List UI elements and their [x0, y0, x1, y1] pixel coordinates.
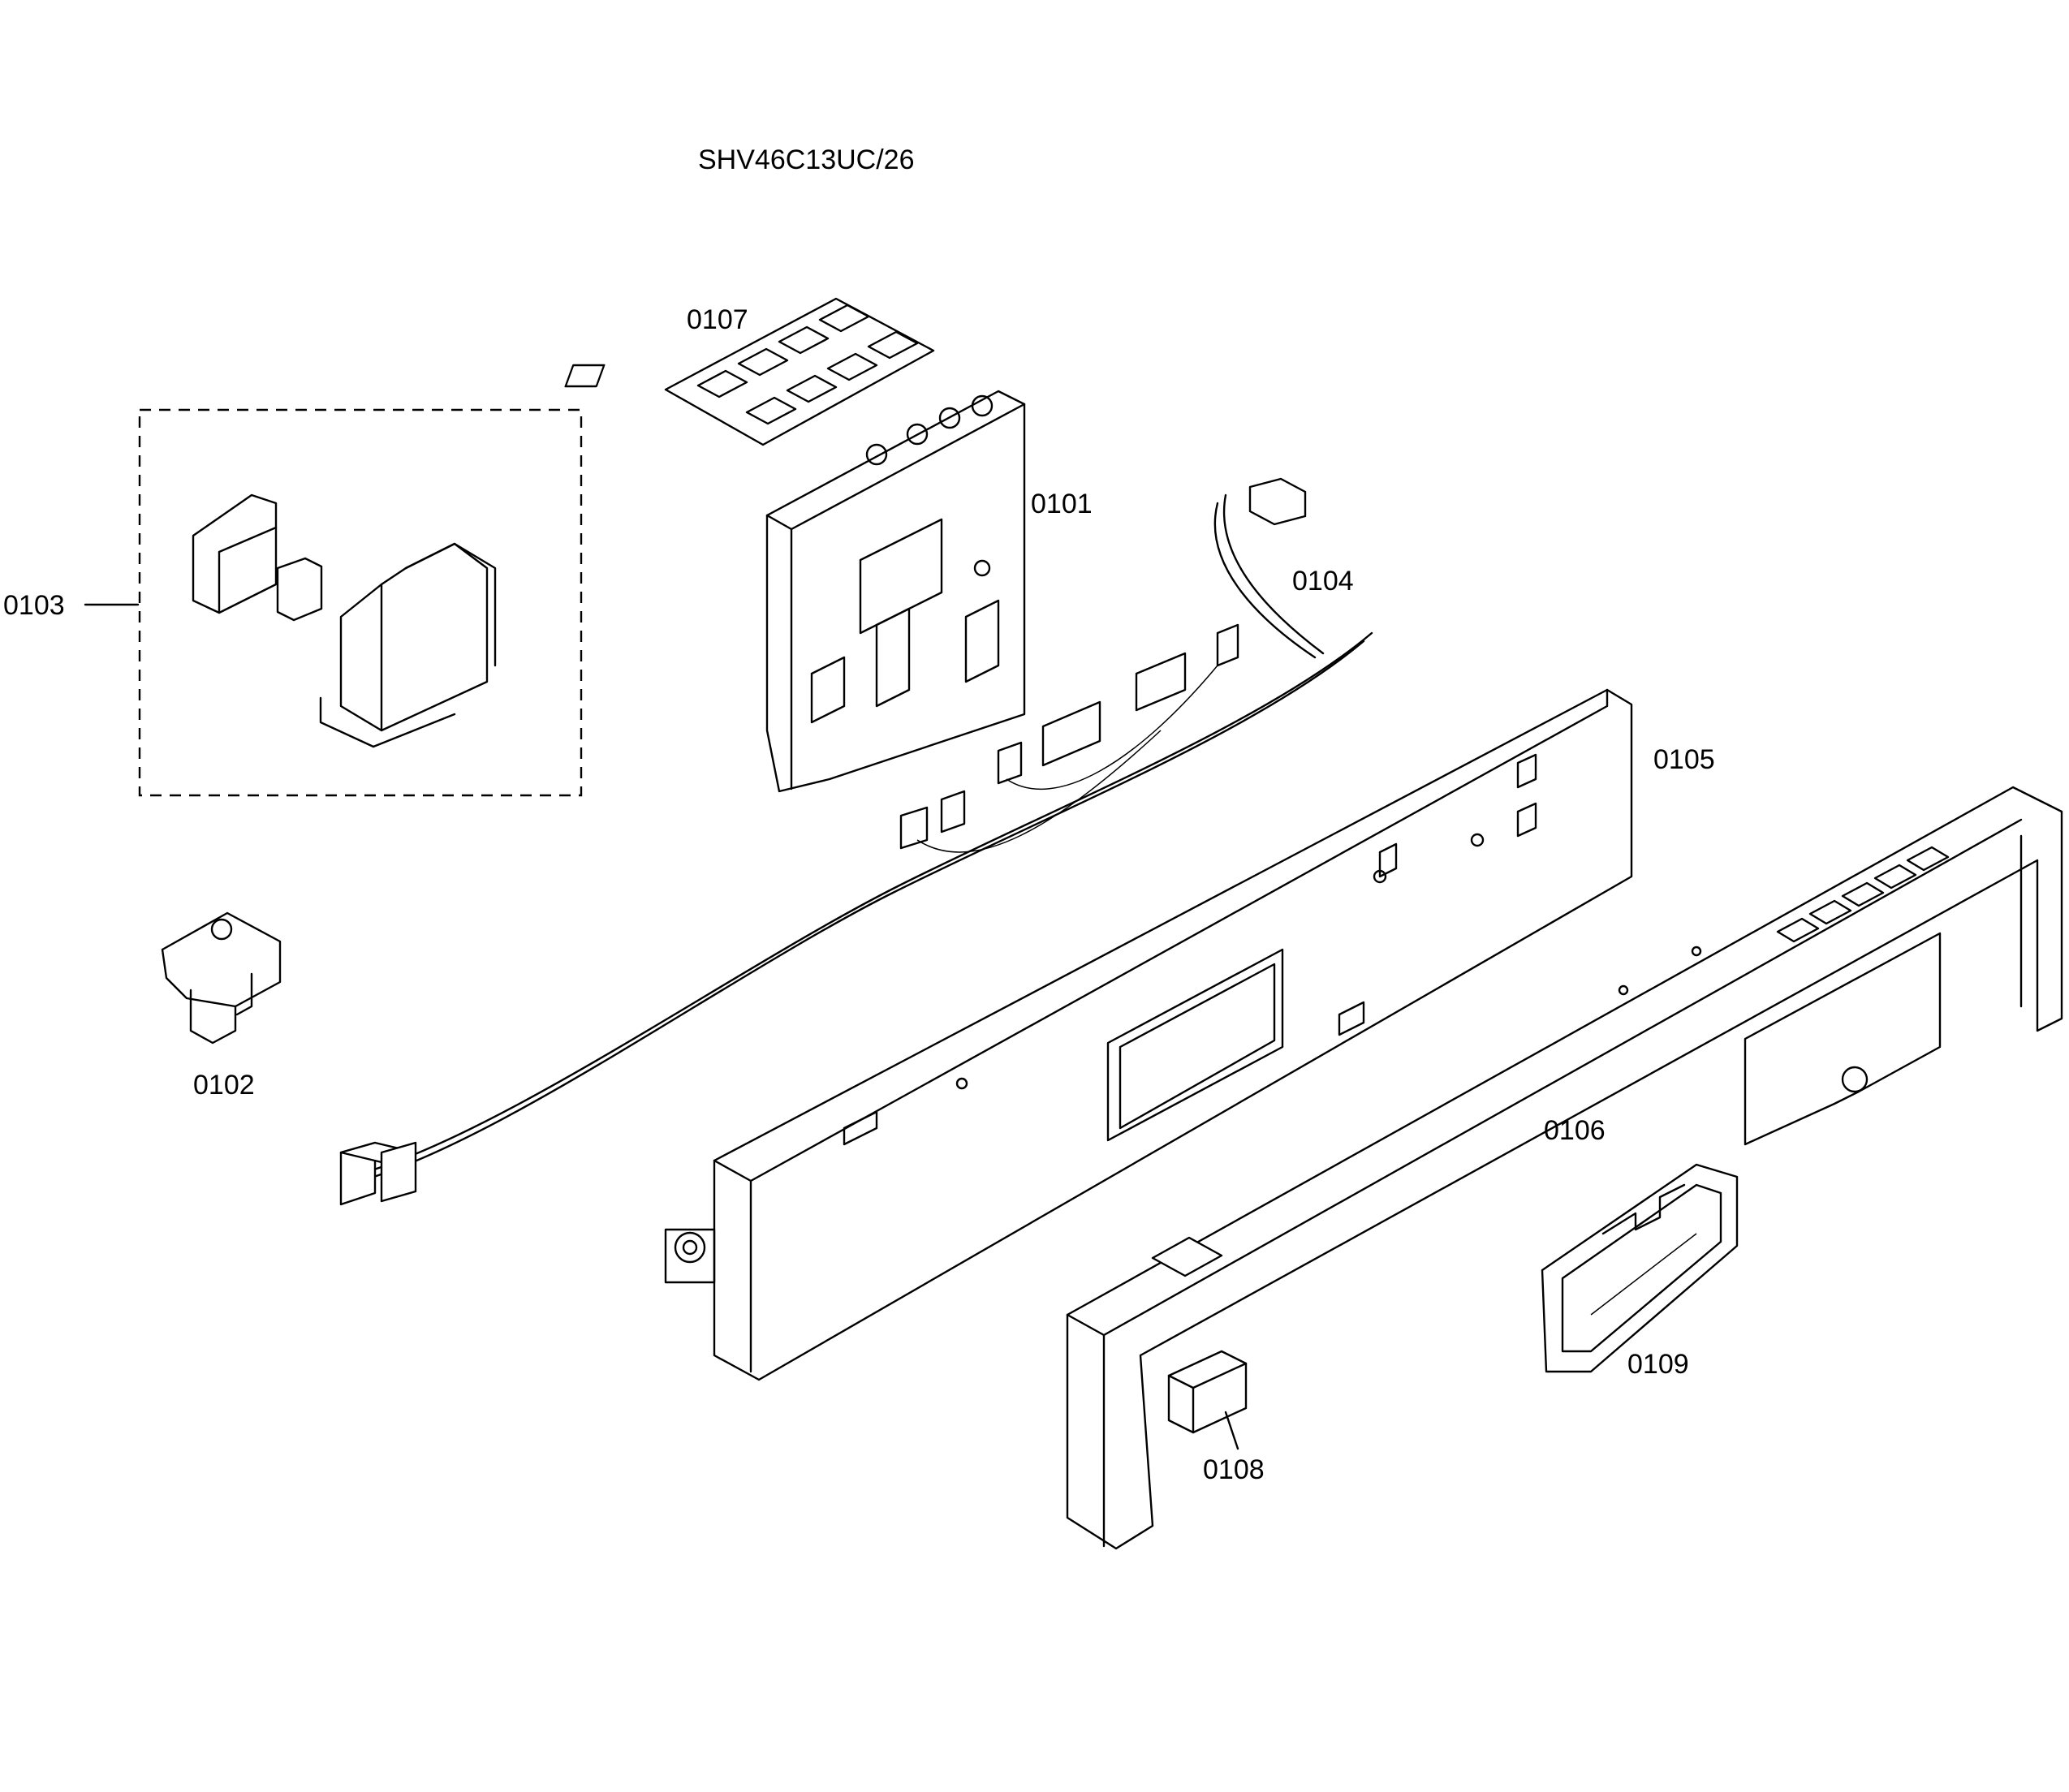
part-0104-wire-harness[interactable]: [339, 477, 1373, 1206]
label-0101: 0101: [1031, 489, 1093, 519]
part-0106-fascia[interactable]: [1066, 786, 2063, 1550]
part-0105-inner-panel[interactable]: [664, 688, 1633, 1381]
part-0107-keypad[interactable]: [564, 297, 935, 446]
label-0104: 0104: [1292, 566, 1354, 597]
label-0106: 0106: [1544, 1115, 1606, 1146]
label-0102: 0102: [193, 1070, 255, 1101]
label-0105: 0105: [1653, 744, 1715, 775]
part-0101-control-module[interactable]: [765, 390, 1026, 793]
part-0103-assembly[interactable]: [138, 408, 583, 797]
part-0109-bezel[interactable]: [1541, 1163, 1739, 1373]
part-0102-switch[interactable]: [161, 911, 282, 1045]
label-0109: 0109: [1627, 1349, 1689, 1380]
part-0108-cap[interactable]: [1167, 1350, 1248, 1434]
model-title: SHV46C13UC/26: [698, 144, 914, 175]
label-0103: 0103: [3, 590, 65, 621]
label-0107: 0107: [687, 304, 748, 335]
label-0108: 0108: [1203, 1454, 1265, 1485]
leader-0108: [1224, 1411, 1239, 1450]
